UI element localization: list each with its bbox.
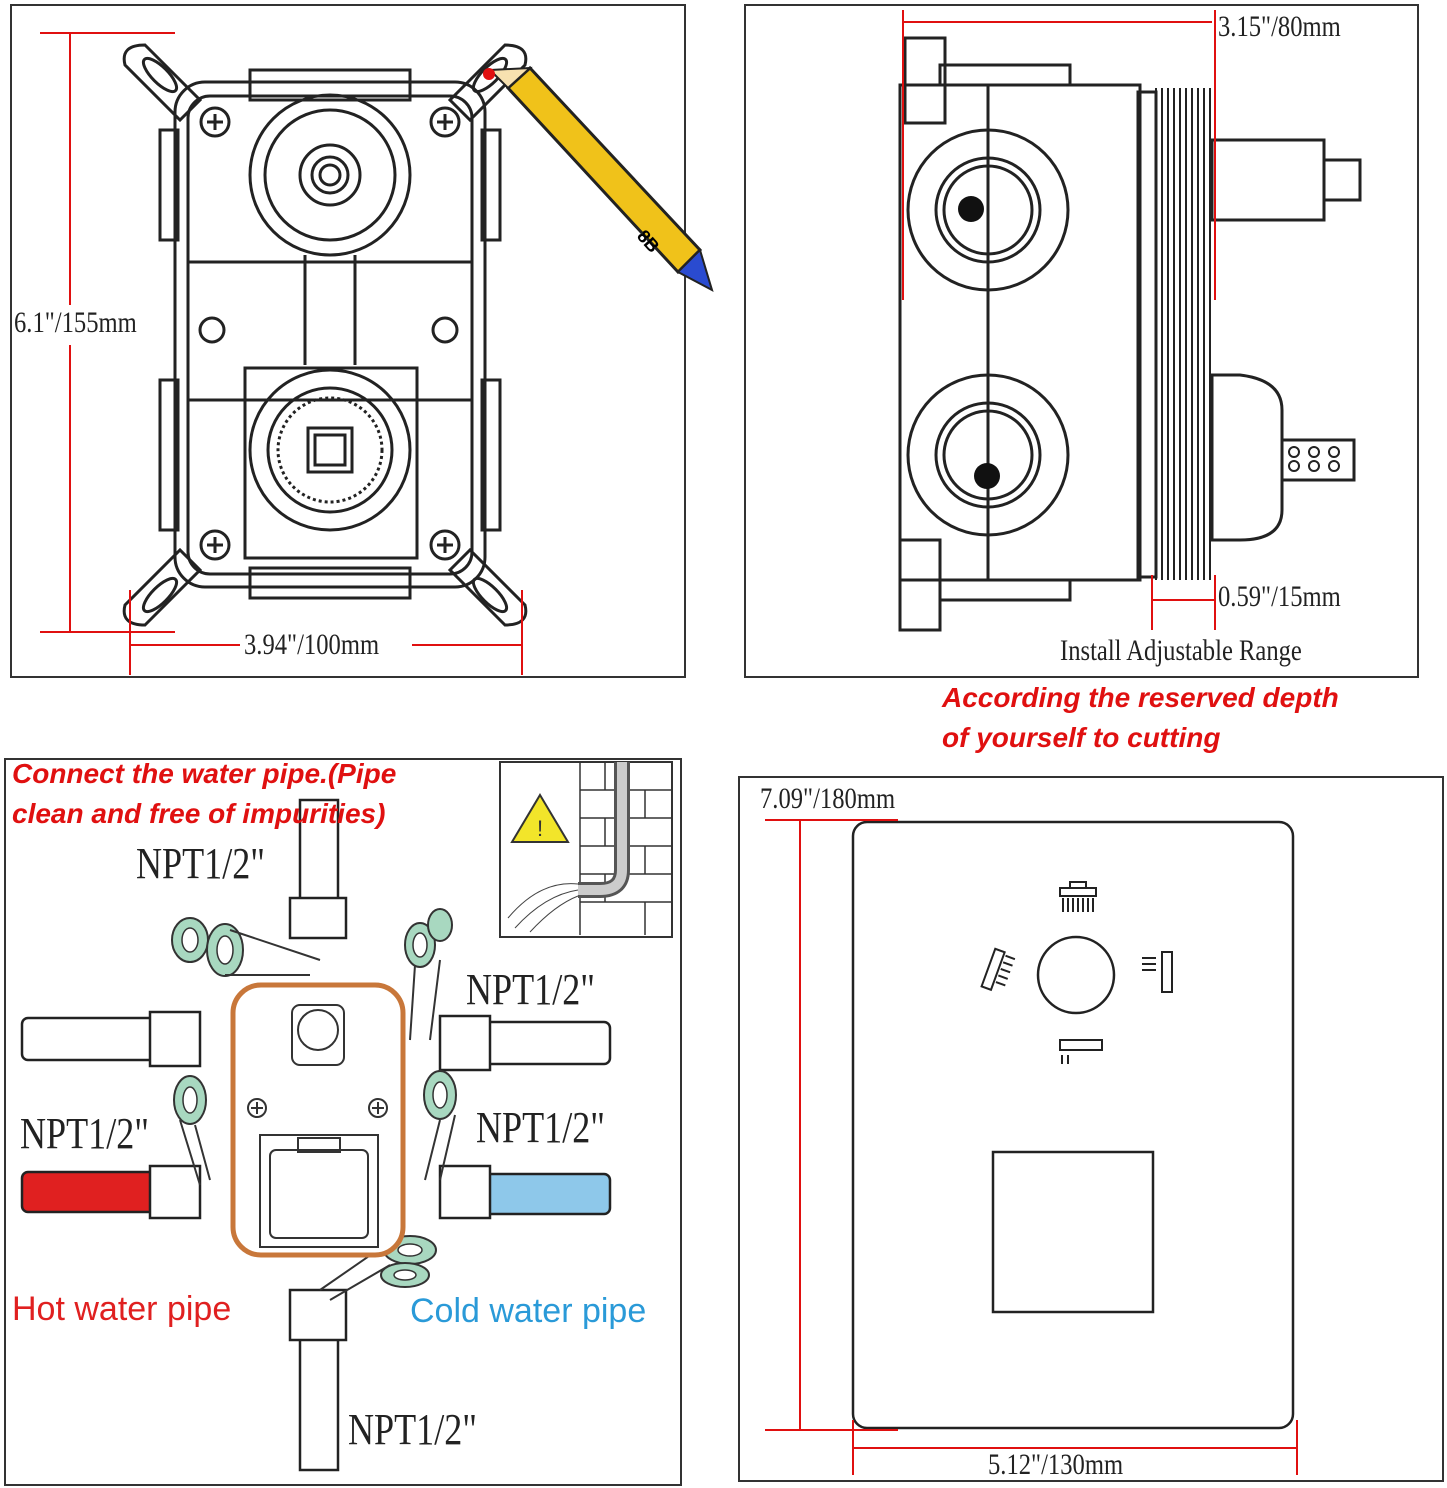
thread-label-bottom: NPT1/2" — [348, 1405, 477, 1454]
thread-label-left: NPT1/2" — [20, 1109, 149, 1158]
thread-label-right-upper: NPT1/2" — [466, 965, 595, 1014]
cutting-note-line1: According the reserved depth — [942, 682, 1339, 713]
connect-instruction-line2: clean and free of impurities) — [12, 798, 386, 829]
plate-height-dimension: 7.09"/180mm — [760, 782, 896, 815]
panel-valve-side — [744, 4, 1419, 678]
panel-trim-plate — [738, 776, 1444, 1482]
thread-label-top: NPT1/2" — [136, 839, 265, 888]
thread-label-right-lower: NPT1/2" — [476, 1103, 605, 1152]
plate-width-dimension: 5.12"/130mm — [988, 1448, 1124, 1481]
cold-water-pipe-label: Cold water pipe — [410, 1292, 647, 1330]
hot-water-pipe-label: Hot water pipe — [12, 1290, 232, 1328]
adjustable-range-dimension: 0.59"/15mm — [1218, 580, 1341, 613]
valve-width-dimension: 3.94"/100mm — [244, 628, 380, 661]
connect-instruction-line1: Connect the water pipe.(Pipe — [12, 758, 397, 789]
panel-valve-front — [10, 4, 686, 678]
cutting-note-line2: of yourself to cutting — [942, 722, 1221, 753]
side-depth-dimension: 3.15"/80mm — [1218, 10, 1341, 43]
adjustable-range-caption: Install Adjustable Range — [1060, 634, 1302, 667]
valve-height-dimension: 6.1"/155mm — [14, 306, 137, 339]
